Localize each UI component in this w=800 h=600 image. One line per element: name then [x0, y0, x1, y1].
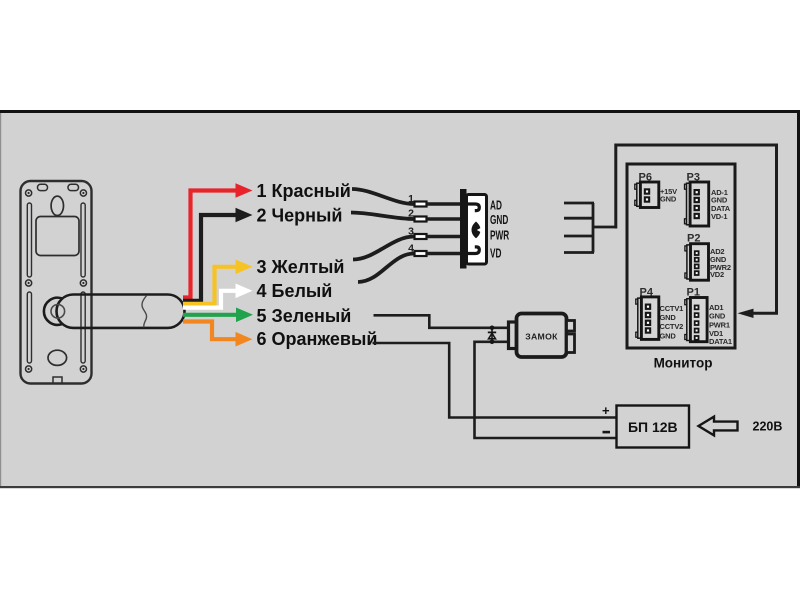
svg-text:GND: GND [710, 255, 727, 264]
svg-text:AD2: AD2 [710, 247, 724, 256]
svg-text:AD-1: AD-1 [711, 188, 728, 197]
svg-text:AD: AD [490, 199, 502, 213]
svg-text:GND: GND [711, 196, 728, 205]
svg-text:ЗАМОК: ЗАМОК [525, 331, 558, 341]
svg-text:6 Оранжевый: 6 Оранжевый [257, 329, 378, 349]
svg-text:GND: GND [660, 195, 677, 204]
svg-text:2 Черный: 2 Черный [257, 206, 343, 226]
svg-text:VD-1: VD-1 [711, 212, 727, 221]
svg-text:Монитор: Монитор [654, 356, 713, 371]
svg-text:VD2: VD2 [710, 270, 724, 279]
svg-text:GND: GND [660, 331, 677, 340]
svg-text:P2: P2 [687, 233, 700, 245]
svg-text:GND: GND [490, 213, 509, 227]
svg-text:VD1: VD1 [709, 329, 723, 338]
svg-text:CCTV2: CCTV2 [660, 322, 684, 331]
svg-text:P1: P1 [687, 287, 700, 299]
svg-text:3: 3 [408, 225, 414, 237]
svg-text:2: 2 [408, 208, 414, 220]
svg-text:CCTV1: CCTV1 [660, 304, 684, 313]
svg-text:БП 12В: БП 12В [628, 419, 678, 435]
svg-text:220В: 220В [753, 419, 783, 433]
svg-text:3 Желтый: 3 Желтый [257, 257, 345, 277]
svg-text:DATA1: DATA1 [709, 337, 732, 346]
svg-text:AD1: AD1 [709, 303, 723, 312]
svg-text:5 Зеленый: 5 Зеленый [257, 306, 352, 326]
svg-text:4 Белый: 4 Белый [257, 281, 333, 301]
svg-text:PWR1: PWR1 [709, 320, 730, 329]
svg-text:PWR2: PWR2 [710, 263, 731, 272]
svg-text:1: 1 [408, 193, 414, 205]
svg-text:4: 4 [408, 243, 414, 255]
svg-text:GND: GND [660, 313, 677, 322]
svg-text:+15V: +15V [660, 187, 677, 196]
svg-text:1 Красный: 1 Красный [257, 181, 351, 201]
svg-text:VD: VD [490, 247, 502, 261]
svg-text:+: + [602, 403, 610, 418]
svg-text:PWR: PWR [490, 229, 510, 243]
svg-text:DATA: DATA [711, 204, 731, 213]
svg-text:P3: P3 [687, 172, 700, 184]
svg-text:P6: P6 [639, 172, 652, 184]
svg-text:GND: GND [709, 312, 726, 321]
